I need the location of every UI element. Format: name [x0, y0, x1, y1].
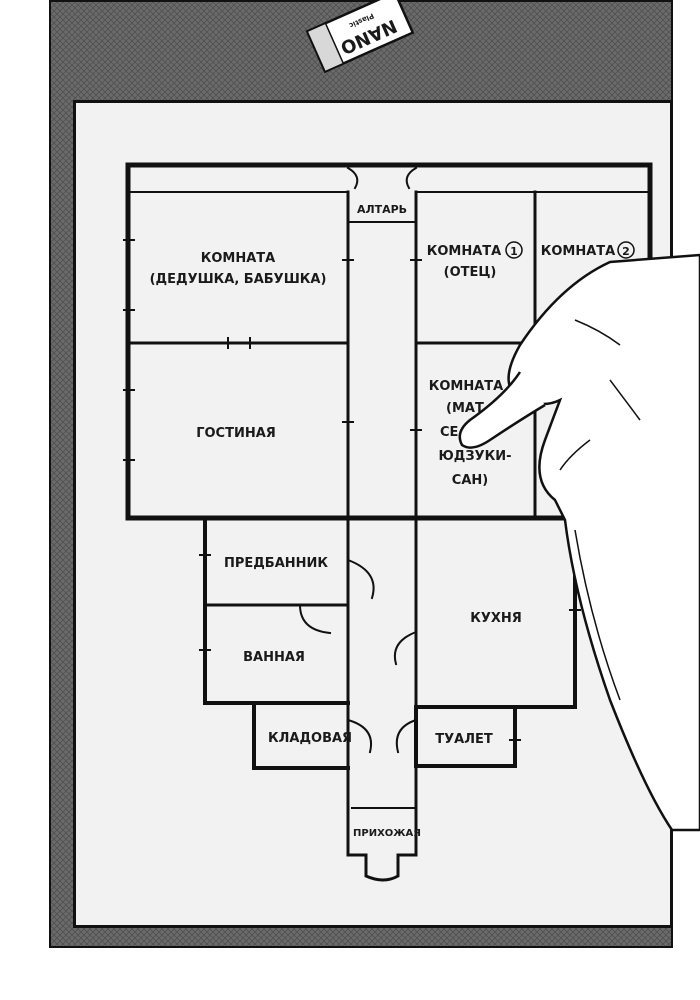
label-room1-title: КОМНАТА [427, 244, 501, 259]
eraser: NANO Plastic [305, 0, 415, 74]
label-grandparents-who: (ДЕДУШКА, БАБУШКА) [150, 272, 327, 287]
label-room2-title: КОМНАТА [541, 244, 615, 259]
label-room1-who: (ОТЕЦ) [444, 265, 497, 280]
label-pantry: КЛАДОВАЯ [268, 731, 352, 746]
label-toilet: ТУАЛЕТ [435, 732, 493, 747]
label-room3-line4: ЮДЗУКИ- [439, 449, 512, 464]
label-changing: ПРЕДБАННИК [224, 556, 328, 571]
label-entrance: ПРИХОЖАЯ [353, 828, 421, 839]
label-grandparents-title: КОМНАТА [201, 251, 275, 266]
label-room2-num: 2 [622, 245, 630, 258]
hand-with-pencil [458, 253, 700, 832]
label-room3-line3: СЕ [440, 425, 458, 440]
label-room3-line5: САН) [452, 473, 488, 488]
label-living: ГОСТИНАЯ [196, 426, 276, 441]
label-room3-line2: (МАТ [446, 401, 484, 416]
room-labels: АЛТАРЬ КОМНАТА (ДЕДУШКА, БАБУШКА) КОМНАТ… [150, 203, 635, 839]
label-bath: ВАННАЯ [243, 650, 305, 665]
label-kitchen: КУХНЯ [470, 611, 522, 626]
room1-number-circle [505, 241, 523, 259]
room2-number-circle [617, 241, 635, 259]
label-altar: АЛТАРЬ [357, 203, 407, 216]
label-room1-num: 1 [510, 245, 518, 258]
label-room3-title: КОМНАТА [429, 379, 503, 394]
